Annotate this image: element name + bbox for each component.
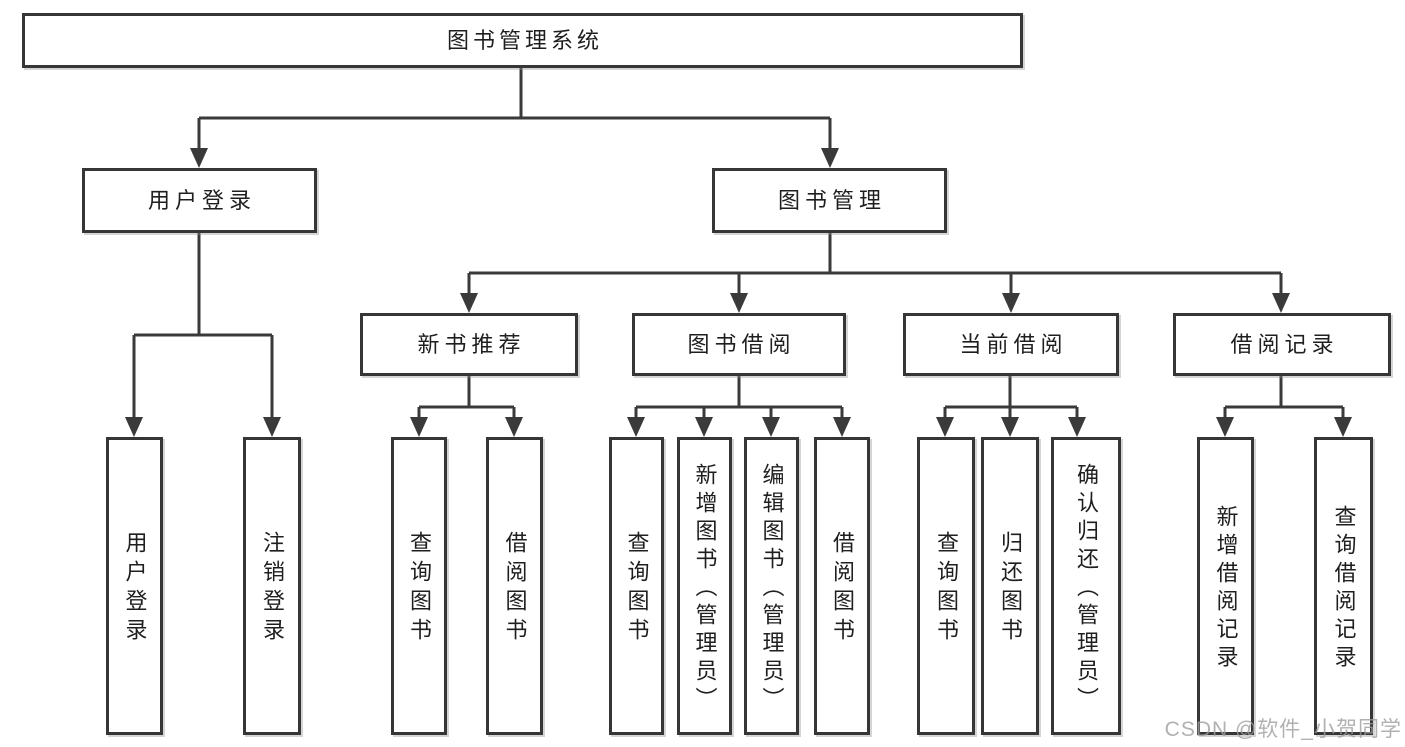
node-label: 确认归还（管理员） [1074, 463, 1099, 715]
node-book-management: 图书管理 [712, 168, 947, 233]
connector-segments [132, 68, 1345, 418]
node-label: 查询图书 [624, 531, 650, 647]
leaf-add-books-admin: 新增图书（管理员） [677, 437, 732, 735]
node-new-book-recommend: 新书推荐 [360, 313, 578, 376]
leaf-query-books: 查询图书 [609, 437, 664, 735]
leaf-logout: 注销登录 [243, 437, 301, 735]
node-label: 新增图书（管理员） [692, 463, 718, 715]
leaf-query-books: 查询图书 [391, 437, 447, 735]
node-book-borrowing: 图书借阅 [632, 313, 846, 376]
leaf-user-login: 用户登录 [106, 437, 163, 735]
node-current-borrowing: 当前借阅 [903, 313, 1119, 376]
node-library-management-system: 图书管理系统 [22, 13, 1023, 68]
node-label: 查询图书 [934, 531, 959, 647]
node-label: 图书借阅 [687, 331, 796, 357]
leaf-borrow-books: 借阅图书 [486, 437, 543, 735]
leaf-add-borrow-record: 新增借阅记录 [1197, 437, 1254, 735]
node-label: 图书管理系统 [446, 27, 603, 53]
node-borrowing-records: 借阅记录 [1173, 313, 1391, 376]
node-label: 借阅图书 [502, 531, 528, 647]
node-label: 图书管理 [777, 187, 886, 213]
csdn-watermark: CSDN @软件_小贺同学 [1164, 718, 1402, 741]
node-label: 编辑图书（管理员） [759, 463, 785, 715]
node-label: 用户登录 [147, 187, 256, 213]
node-label: 借阅记录 [1230, 331, 1339, 357]
arrowheads [125, 148, 1352, 437]
node-label: 新增借阅记录 [1213, 505, 1239, 673]
node-label: 用户登录 [122, 531, 148, 647]
leaf-query-books: 查询图书 [917, 437, 975, 735]
node-label: 当前借阅 [959, 331, 1068, 357]
node-label: 查询借阅记录 [1331, 505, 1357, 673]
node-label: 借阅图书 [830, 531, 855, 647]
leaf-confirm-return-admin: 确认归还（管理员） [1051, 437, 1121, 735]
node-label: 注销登录 [260, 531, 285, 647]
node-label: 归还图书 [998, 531, 1023, 647]
leaf-query-borrow-record: 查询借阅记录 [1314, 437, 1373, 735]
leaf-borrow-books: 借阅图书 [814, 437, 870, 735]
node-user-login: 用户登录 [82, 168, 317, 233]
leaf-edit-books-admin: 编辑图书（管理员） [744, 437, 799, 735]
leaf-return-books: 归还图书 [981, 437, 1039, 735]
node-label: 新书推荐 [417, 331, 526, 357]
node-label: 查询图书 [407, 531, 432, 647]
